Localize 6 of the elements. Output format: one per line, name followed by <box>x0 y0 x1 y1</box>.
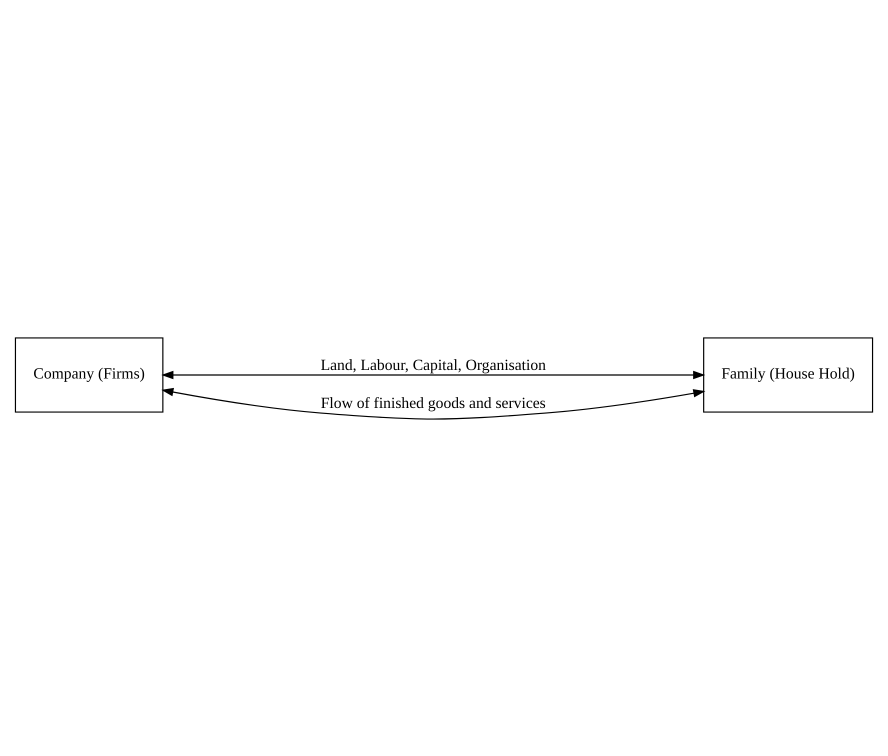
node-box: Family (House Hold) <box>703 336 874 412</box>
edge-label: Flow of finished goods and services <box>320 394 546 412</box>
edge-label: Land, Labour, Capital, Organisation <box>320 356 546 374</box>
arrow <box>161 370 706 379</box>
node-box: Company (Firms) <box>14 336 164 412</box>
arrow <box>161 387 706 420</box>
